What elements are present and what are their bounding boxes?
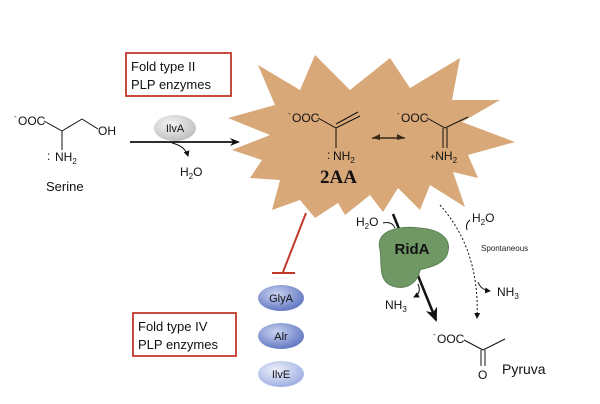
rida-water: H2O bbox=[356, 215, 378, 231]
spontaneous-reaction-arrow bbox=[439, 204, 481, 319]
pyruvate-oxygen: O bbox=[478, 368, 487, 382]
2aa-label: 2AA bbox=[320, 167, 357, 188]
glya-enzyme: GlyA bbox=[258, 285, 304, 311]
rida-water-input-arrow bbox=[382, 222, 396, 229]
serine-label: Serine bbox=[46, 179, 84, 194]
svg-text:-: - bbox=[397, 109, 400, 118]
svg-text:-: - bbox=[14, 112, 17, 121]
pyruvate-carboxylate: OOC bbox=[437, 332, 465, 346]
2aa-amine: NH2 bbox=[333, 149, 355, 165]
glya-label: GlyA bbox=[269, 293, 294, 305]
spontaneous-label: Spontaneous bbox=[481, 244, 528, 253]
fold-type-iv-line2: PLP enzymes bbox=[138, 337, 218, 352]
fold-type-ii-box: Fold type II PLP enzymes bbox=[125, 52, 232, 97]
rida-ammonia: NH3 bbox=[385, 298, 407, 314]
2aa-carboxylate: OOC bbox=[292, 111, 320, 125]
spontaneous-water-input-arrow bbox=[465, 219, 471, 231]
svg-text:-: - bbox=[288, 109, 291, 118]
alr-label: Alr bbox=[274, 331, 288, 343]
fold-type-ii-line2: PLP enzymes bbox=[131, 77, 211, 92]
spontaneous-ammonia: NH3 bbox=[497, 285, 519, 301]
ilve-label: IlvE bbox=[272, 369, 290, 381]
spontaneous-ammonia-release-arrow bbox=[477, 281, 491, 294]
ilva-water-byproduct: H2O bbox=[180, 165, 202, 181]
equilibrium-arrow bbox=[372, 134, 405, 140]
ilva-label: IlvA bbox=[166, 123, 185, 135]
starburst-2aa-background bbox=[228, 55, 515, 218]
serine-hydroxyl: OH bbox=[98, 124, 116, 138]
imine-carboxylate: OOC bbox=[401, 111, 429, 125]
fold-type-ii-line1: Fold type II bbox=[131, 59, 195, 74]
rida-ammonia-release-arrow bbox=[413, 283, 420, 298]
alr-enzyme: Alr bbox=[258, 323, 304, 349]
svg-text:+NH2: +NH2 bbox=[430, 149, 458, 165]
serine-amine: NH2 bbox=[55, 150, 77, 166]
imine-structure: - OOC +NH2 bbox=[397, 109, 469, 165]
ilve-enzyme: IlvE bbox=[258, 361, 304, 387]
pyruvate-structure: - OOC O Pyruva bbox=[433, 330, 546, 382]
ilva-water-release-arrow bbox=[171, 142, 190, 157]
fold-type-iv-box: Fold type IV PLP enzymes bbox=[132, 312, 237, 357]
spontaneous-water: H2O bbox=[472, 211, 494, 227]
rida-enzyme-shape bbox=[378, 226, 449, 288]
svg-text:-: - bbox=[433, 330, 436, 339]
fold-type-iv-line1: Fold type IV bbox=[138, 319, 208, 334]
svg-text::: : bbox=[327, 148, 330, 162]
ilva-enzyme: IlvA bbox=[154, 115, 196, 141]
2aa-structure: - OOC : NH2 2AA bbox=[288, 109, 361, 188]
svg-text::: : bbox=[47, 149, 50, 163]
serine-carboxylate: OOC bbox=[18, 114, 46, 128]
rida-label: RidA bbox=[395, 241, 430, 258]
inhibition-line bbox=[272, 212, 307, 274]
pyruvate-label: Pyruva bbox=[502, 361, 546, 377]
serine-structure: - OOC OH : NH2 Serine bbox=[14, 112, 116, 194]
